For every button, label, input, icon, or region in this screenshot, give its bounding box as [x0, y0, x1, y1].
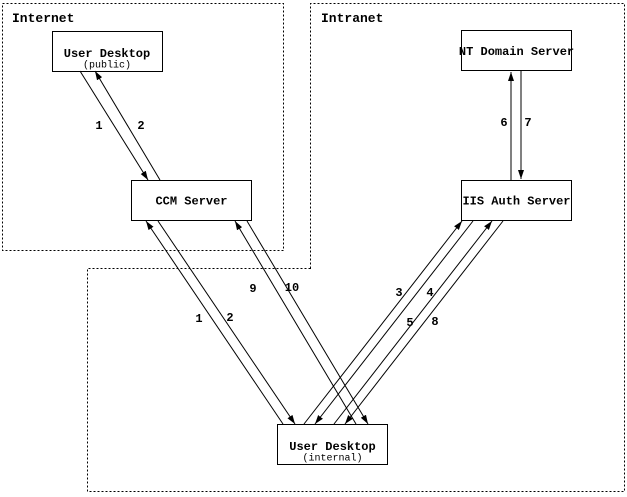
node-iis-auth-server-box	[461, 180, 572, 221]
edge-3-internal-desktop-to-iis	[303, 220, 463, 425]
node-nt-domain-server: NT Domain Server	[459, 30, 574, 71]
node-user-desktop-internal-label: User Desktop	[289, 440, 375, 454]
edge-2-ccm-to-public-desktop	[94, 70, 161, 181]
edge-label-7: 7	[524, 116, 531, 130]
edge-2-ccm-to-internal-desktop	[157, 220, 296, 425]
edge-5-internal-desktop-to-iis	[333, 220, 493, 425]
edge-label-5: 5	[406, 316, 413, 330]
node-user-desktop-internal: User Desktop (internal)	[277, 424, 388, 465]
edge-label-1-upper: 1	[95, 119, 102, 133]
edge-label-1-lower: 1	[195, 312, 202, 326]
intranet-zone-label: Intranet	[321, 11, 383, 26]
edge-10-ccm-to-internal-desktop	[246, 220, 369, 425]
node-ccm-server-box	[131, 180, 252, 221]
edge-label-3: 3	[395, 286, 402, 300]
node-ccm-server: CCM Server	[131, 180, 252, 221]
node-iis-auth-server: IIS Auth Server	[461, 180, 572, 221]
node-ccm-server-label: CCM Server	[155, 195, 227, 209]
edge-label-4: 4	[426, 286, 433, 300]
edge-9-internal-desktop-to-ccm	[234, 220, 357, 425]
edge-label-2-lower: 2	[226, 311, 233, 325]
edge-8-iis-to-internal-desktop	[344, 220, 504, 425]
internet-zone-label: Internet	[12, 11, 74, 26]
node-iis-auth-server-label: IIS Auth Server	[462, 195, 570, 209]
node-user-desktop-public: User Desktop (public)	[52, 31, 163, 72]
edge-1-internal-desktop-to-ccm	[145, 220, 284, 425]
node-user-desktop-public-sublabel: (public)	[83, 60, 131, 72]
edge-label-6: 6	[500, 116, 507, 130]
node-user-desktop-internal-box	[277, 424, 388, 465]
edge-label-2-upper: 2	[137, 119, 144, 133]
intranet-and-internal-zone-border	[87, 3, 625, 492]
edge-label-8: 8	[431, 315, 438, 329]
node-user-desktop-internal-sublabel: (internal)	[302, 453, 362, 465]
node-user-desktop-public-box	[52, 31, 163, 72]
edge-4-iis-to-internal-desktop	[314, 220, 474, 425]
node-nt-domain-server-label: NT Domain Server	[459, 45, 574, 59]
node-nt-domain-server-box	[461, 30, 572, 71]
node-user-desktop-public-label: User Desktop	[64, 47, 150, 61]
internet-zone-border	[2, 3, 284, 251]
edge-label-10: 10	[285, 281, 299, 295]
edge-label-9: 9	[249, 282, 256, 296]
edge-1-public-desktop-to-ccm	[79, 70, 149, 181]
